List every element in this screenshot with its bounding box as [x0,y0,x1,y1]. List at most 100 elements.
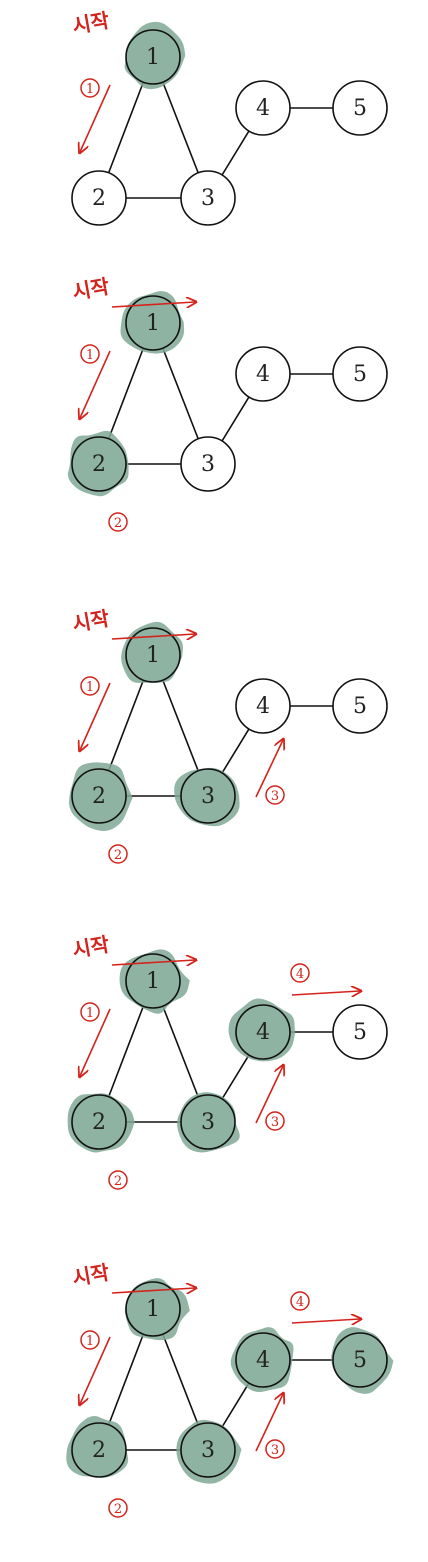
node-label-4: 4 [256,362,270,387]
node-4 [235,80,291,136]
traversal-arrow-4 [291,991,360,995]
step-number-circle [108,512,128,532]
node-label-2: 2 [92,784,106,809]
node-label-4: 4 [256,96,270,121]
traversal-arrow-4 [291,1319,360,1323]
node-3 [180,170,236,226]
node-label-5: 5 [353,96,367,121]
traversal-arrow-1 [80,682,111,750]
node-1 [125,953,181,1009]
bfs-step-panel-3: 시작 1 2 3 4 5 1 2 3 [69,606,388,864]
step-number-1: 1 [86,680,94,695]
node-label-1: 1 [146,643,160,668]
step-number-circle [108,844,128,864]
node-1 [125,29,181,85]
step-number-circle [80,1330,100,1350]
node-label-3: 3 [201,452,215,477]
bfs-step-panel-2: 시작 1 2 3 4 5 1 2 [67,274,388,532]
traversal-arrow-1 [80,1008,111,1076]
step-number-circle [265,1111,285,1131]
step-number-2: 2 [114,848,122,863]
step-number-circle [290,963,310,983]
node-label-2: 2 [92,452,106,477]
node-label-3: 3 [201,186,215,211]
node-label-1: 1 [146,1297,160,1322]
traversal-arrow-2 [111,1288,195,1293]
node-5 [332,346,388,402]
node-label-5: 5 [353,1348,367,1373]
node-label-2: 2 [92,186,106,211]
node-label-1: 1 [146,311,160,336]
node-label-4: 4 [256,1020,270,1045]
node-label-2: 2 [92,1438,106,1463]
step-number-3: 3 [271,789,279,804]
traversal-arrow-2 [111,960,195,965]
step-number-2: 2 [114,1502,122,1517]
node-label-1: 1 [146,45,160,70]
traversal-arrow-3 [255,1066,283,1124]
start-label: 시작 [71,8,112,38]
step-number-circle [265,1439,285,1459]
step-number-circle [80,676,100,696]
node-1 [125,627,181,683]
node-3 [180,768,236,824]
node-5 [332,1332,388,1388]
node-2 [71,436,127,492]
node-2 [71,768,127,824]
bfs-step-panel-4: 시작 1 2 3 4 5 1 2 3 4 [67,932,388,1190]
start-label: 시작 [71,274,112,304]
node-5 [332,1004,388,1060]
bfs-step-panel-1: 시작 1 2 3 4 5 1 [71,8,388,226]
node-label-5: 5 [353,1020,367,1045]
node-1 [125,1281,181,1337]
traversal-arrow-1 [80,84,111,152]
node-label-3: 3 [201,1110,215,1135]
node-label-5: 5 [353,694,367,719]
node-4 [235,678,291,734]
node-label-5: 5 [353,362,367,387]
traversal-arrow-3 [255,740,283,798]
step-number-circle [108,1170,128,1190]
node-label-4: 4 [256,694,270,719]
step-number-circle [108,1498,128,1518]
step-number-1: 1 [86,348,94,363]
step-number-2: 2 [114,516,122,531]
step-number-3: 3 [271,1443,279,1458]
node-3 [180,1094,236,1150]
start-label: 시작 [71,1260,112,1290]
node-label-2: 2 [92,1110,106,1135]
node-2 [71,1094,127,1150]
node-3 [180,1422,236,1478]
node-2 [71,170,127,226]
step-number-4: 4 [296,967,304,982]
node-2 [71,1422,127,1478]
step-number-1: 1 [86,1006,94,1021]
start-label: 시작 [71,932,112,962]
traversal-arrow-3 [255,1394,283,1452]
node-label-3: 3 [201,784,215,809]
node-1 [125,295,181,351]
step-number-3: 3 [271,1115,279,1130]
step-number-4: 4 [296,1295,304,1310]
step-number-circle [80,344,100,364]
step-number-1: 1 [86,1334,94,1349]
traversal-arrow-2 [111,634,195,639]
node-label-4: 4 [256,1348,270,1373]
node-5 [332,678,388,734]
node-label-3: 3 [201,1438,215,1463]
traversal-arrow-2 [111,302,195,307]
step-number-circle [290,1291,310,1311]
step-number-circle [265,785,285,805]
node-label-1: 1 [146,969,160,994]
step-number-circle [80,78,100,98]
step-number-1: 1 [86,82,94,97]
node-4 [235,346,291,402]
node-4 [235,1004,291,1060]
step-number-circle [80,1002,100,1022]
traversal-arrow-1 [80,350,111,418]
step-number-2: 2 [114,1174,122,1189]
node-4 [235,1332,291,1388]
start-label: 시작 [71,606,112,636]
bfs-step-panel-5: 시작 1 2 3 4 5 1 2 3 4 [66,1260,394,1518]
